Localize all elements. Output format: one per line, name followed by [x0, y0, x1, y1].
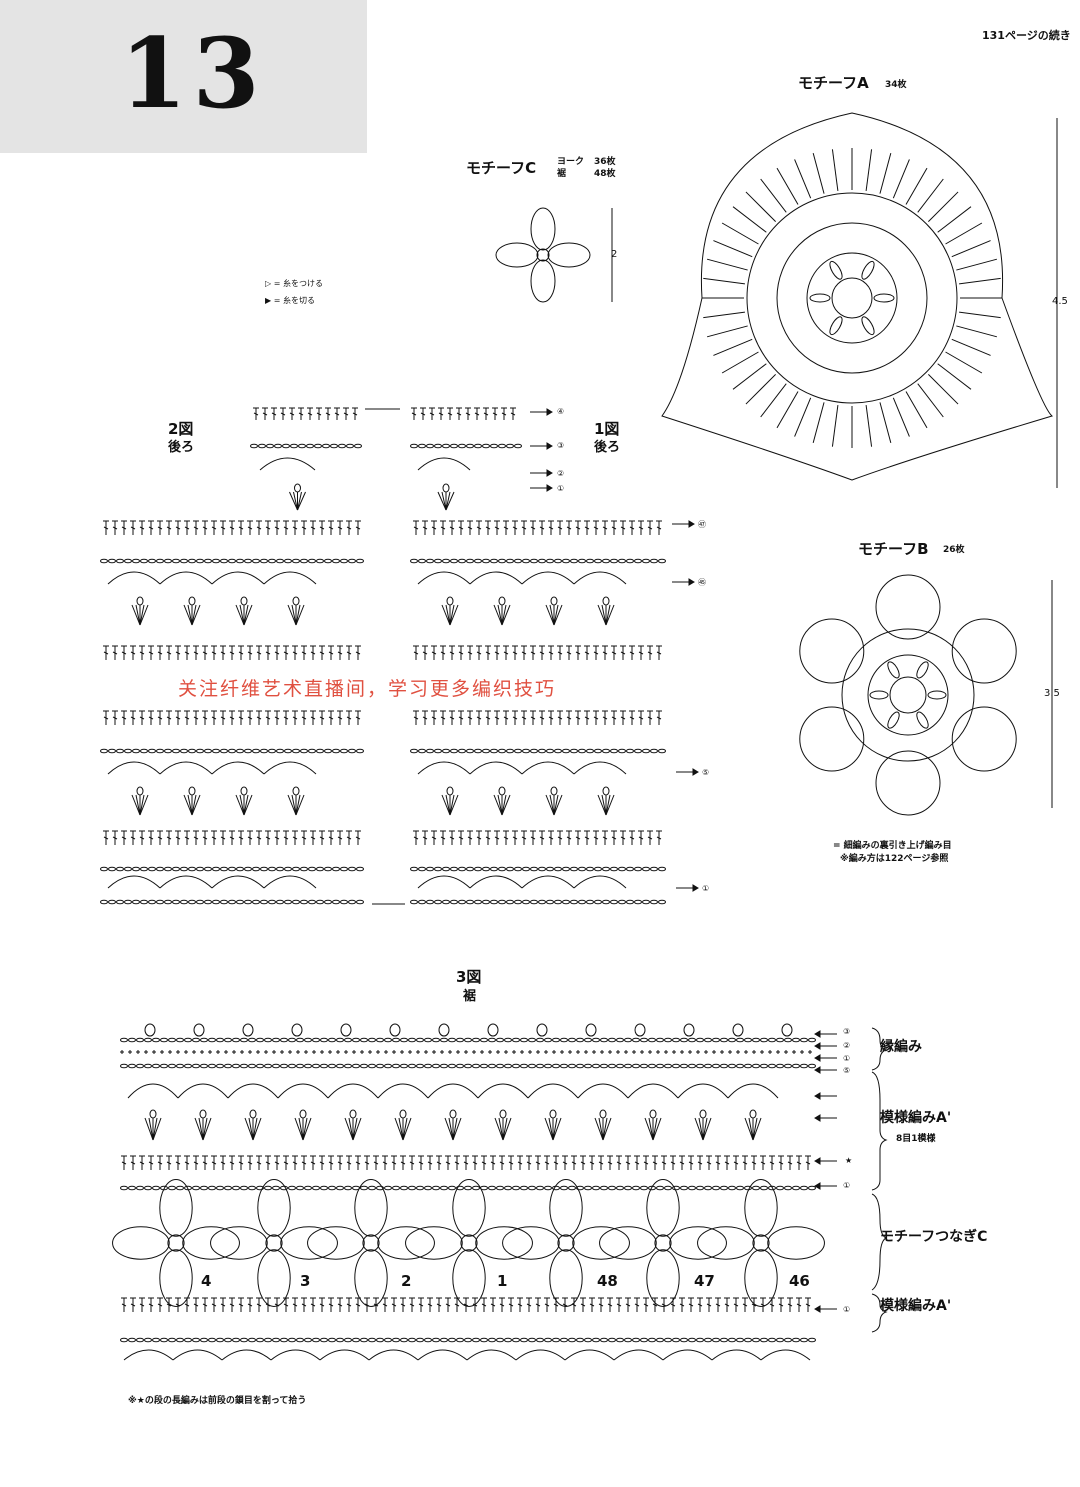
motif-b-count: 26枚: [943, 545, 965, 555]
d3-row-5: ⑤: [843, 1066, 851, 1075]
diagram-2-subtitle: 後ろ: [168, 440, 195, 455]
motif-b-title: モチーフB: [858, 540, 929, 558]
d1-row-1b: ①: [702, 884, 710, 893]
motif-number-47: 47: [694, 1272, 715, 1290]
watermark-text: 关注纤维艺术直播间，学习更多编织技巧: [178, 678, 557, 700]
page-number-box: [0, 0, 367, 153]
motif-number-1: 1: [497, 1272, 508, 1290]
diagram-3-subtitle: 裾: [463, 989, 477, 1004]
motif-b-note-2: ※編み方は122ページ参照: [840, 854, 949, 864]
diagram-3-title: 3図: [456, 968, 482, 986]
motif-number-3: 3: [300, 1272, 311, 1290]
d3-row-star: ★: [845, 1156, 853, 1165]
d3-row-1c: ①: [843, 1305, 851, 1314]
d1-row-1: ①: [557, 484, 565, 493]
d3-row-3: ③: [843, 1027, 851, 1036]
d1-row-4: ④: [557, 407, 565, 416]
motif-a-title: モチーフA: [798, 74, 869, 92]
motif-b-chart: [799, 574, 1017, 816]
motif-c-yoke-count: 36枚: [594, 157, 616, 167]
footnote: ※★の段の長編みは前段の鎖目を割って拾う: [128, 1396, 307, 1406]
motif-c-size: 2: [611, 249, 618, 260]
section-pattern-label: 模様編みA': [880, 1110, 952, 1126]
d1-row-45: ㊺: [698, 578, 706, 587]
motif-number-4: 4: [201, 1272, 212, 1290]
continued-note: 131ページの続き: [982, 29, 1071, 42]
diagram-1-title: 1図: [594, 420, 620, 438]
motif-number-46: 46: [789, 1272, 810, 1290]
d3-row-2: ②: [843, 1041, 851, 1050]
motif-c-title: モチーフC: [466, 159, 537, 177]
diagram-2-title: 2図: [168, 420, 194, 438]
d3-row-1: ①: [843, 1054, 851, 1063]
motif-c-yoke-label: ヨーク: [557, 157, 585, 167]
motif-number-2: 2: [401, 1272, 412, 1290]
page-number: 13: [120, 17, 266, 130]
section-pattern-bottom-label: 模様編みA': [880, 1298, 952, 1314]
diagram-1-subtitle: 後ろ: [594, 440, 621, 455]
diagram-1-2-chart: [100, 407, 699, 905]
section-edge-label: 縁編み: [880, 1039, 922, 1055]
motif-c-chart: [495, 207, 591, 303]
motif-number-48: 48: [597, 1272, 618, 1290]
d1-row-47: ㊼: [698, 520, 706, 529]
motif-b-note-1: = 細編みの裏引き上げ編み目: [833, 841, 952, 851]
legend-attach-yarn: ▷ = 糸をつける: [265, 279, 323, 288]
dimension-guides: [611, 118, 1058, 808]
d1-row-5: ⑤: [702, 768, 710, 777]
d1-row-3: ③: [557, 441, 565, 450]
diagram-3-chart: [112, 1023, 888, 1361]
legend-cut-yarn: ▶ = 糸を切る: [265, 296, 315, 305]
section-repeat-label: 8目1模様: [896, 1134, 936, 1144]
motif-a-count: 34枚: [885, 80, 907, 90]
motif-a-size: 4.5: [1052, 296, 1068, 307]
d1-row-2: ②: [557, 469, 565, 478]
d3-row-1b: ①: [843, 1181, 851, 1190]
motif-c-hem-count: 48枚: [594, 169, 616, 179]
motif-c-hem-label: 裾: [557, 169, 567, 179]
section-motif-join-label: モチーフつなぎC: [880, 1229, 988, 1245]
motif-a-chart: [661, 112, 1054, 481]
